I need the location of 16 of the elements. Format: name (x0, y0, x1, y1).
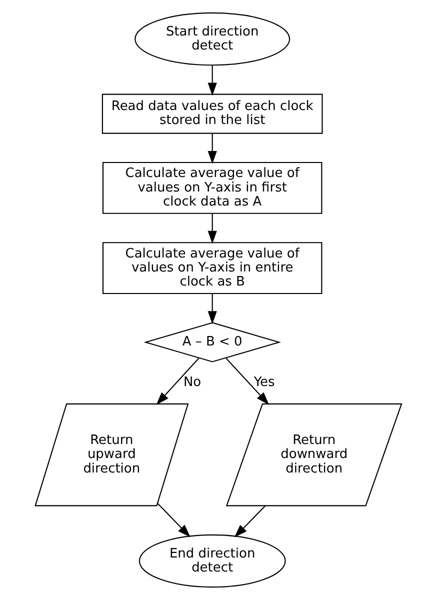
arrow (208, 65, 217, 96)
arrow (208, 133, 217, 164)
node-box: Calculate average value of values on Y-axis in entire clock as B (102, 242, 322, 294)
arrow (157, 502, 190, 538)
node-box: Calculate average value of values on Y-axis in first clock data as A (102, 162, 322, 214)
node-ellipse: End direction detect (138, 534, 286, 588)
edge-label: Yes (254, 375, 275, 390)
arrow (234, 505, 266, 538)
arrow (226, 358, 270, 405)
arrow (156, 358, 200, 405)
node-ellipse: Start direction detect (134, 12, 290, 66)
edge-label: No (183, 375, 202, 390)
arrow (208, 214, 217, 244)
node-box: Read data values of each clock stored in the list (102, 94, 323, 134)
arrow (208, 294, 217, 324)
node-diamond: A – B < 0 (144, 322, 281, 362)
